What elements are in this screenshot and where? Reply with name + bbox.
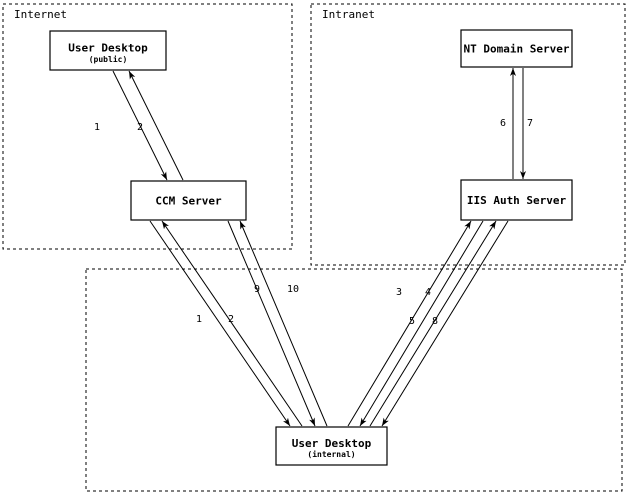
flow-step-label-9: 4 bbox=[425, 287, 431, 298]
zone-boundary-intranet bbox=[310, 3, 626, 266]
node-box-user-desktop-public[interactable] bbox=[49, 30, 167, 71]
node-title-ccm-server: CCM Server bbox=[155, 195, 222, 208]
flow-step-label-1: 2 bbox=[137, 122, 143, 133]
node-user-desktop-internal[interactable]: User Desktop(internal) bbox=[275, 426, 388, 466]
flow-arrow-10-user-desktop-internal-to-ccm-server bbox=[239, 220, 328, 427]
flow-step-label-5: 10 bbox=[287, 284, 299, 295]
flow-arrow-2-ccm-server-to-user-desktop-public bbox=[128, 70, 184, 181]
flow-step-label-10: 5 bbox=[409, 316, 415, 327]
zone-label-intranet: Intranet bbox=[322, 8, 375, 21]
flow-arrow-9-ccm-server-to-user-desktop-internal bbox=[227, 220, 316, 427]
node-box-ccm-server[interactable] bbox=[130, 180, 247, 221]
flow-step-label-6: 6 bbox=[500, 118, 506, 129]
flow-arrow-1-ccm-server-to-user-desktop-internal bbox=[149, 220, 291, 427]
node-subtitle-user-desktop-public: (public) bbox=[89, 54, 128, 64]
zone-label-internet: Internet bbox=[14, 8, 67, 21]
flow-step-label-3: 2 bbox=[228, 314, 234, 325]
node-title-user-desktop-public: User Desktop bbox=[68, 42, 148, 55]
node-iis-auth-server[interactable]: IIS Auth Server bbox=[460, 179, 573, 221]
node-ccm-server[interactable]: CCM Server bbox=[130, 180, 247, 221]
flow-arrow-4-iis-auth-server-to-user-desktop-internal bbox=[359, 220, 484, 427]
flow-arrow-1-user-desktop-public-to-ccm-server bbox=[112, 70, 168, 181]
zones-layer: Internet Intranet bbox=[2, 3, 626, 492]
flow-step-label-11: 8 bbox=[432, 316, 438, 327]
nodes-layer: User Desktop(public)NT Domain ServerCCM … bbox=[49, 29, 573, 466]
node-box-nt-domain-server[interactable] bbox=[460, 29, 573, 68]
flow-step-label-4: 9 bbox=[254, 284, 260, 295]
flow-step-label-7: 7 bbox=[527, 118, 533, 129]
flow-step-label-2: 1 bbox=[196, 314, 202, 325]
flow-step-label-0: 1 bbox=[94, 122, 100, 133]
flow-labels-layer: 1 2 1 2 9 10 6 7 3 4 5 8 bbox=[94, 118, 533, 327]
node-box-iis-auth-server[interactable] bbox=[460, 179, 573, 221]
node-nt-domain-server[interactable]: NT Domain Server bbox=[460, 29, 573, 68]
node-subtitle-user-desktop-internal: (internal) bbox=[307, 449, 355, 459]
node-box-user-desktop-internal[interactable] bbox=[275, 426, 388, 466]
node-title-user-desktop-internal: User Desktop bbox=[292, 437, 372, 450]
flow-arrow-5-user-desktop-internal-to-iis-auth-server bbox=[369, 220, 497, 427]
zone-boundary-internet bbox=[2, 3, 293, 250]
flow-arrow-8-iis-auth-server-to-user-desktop-internal bbox=[381, 220, 509, 427]
zone-boundary-internal bbox=[85, 268, 623, 492]
node-title-iis-auth-server: IIS Auth Server bbox=[467, 194, 567, 207]
flow-arrow-3-user-desktop-internal-to-iis-auth-server bbox=[347, 220, 472, 427]
node-title-nt-domain-server: NT Domain Server bbox=[464, 43, 570, 56]
flow-step-label-8: 3 bbox=[396, 287, 402, 298]
node-user-desktop-public[interactable]: User Desktop(public) bbox=[49, 30, 167, 71]
flow-arrow-2-user-desktop-internal-to-ccm-server bbox=[161, 220, 303, 427]
flows-layer bbox=[112, 68, 526, 427]
